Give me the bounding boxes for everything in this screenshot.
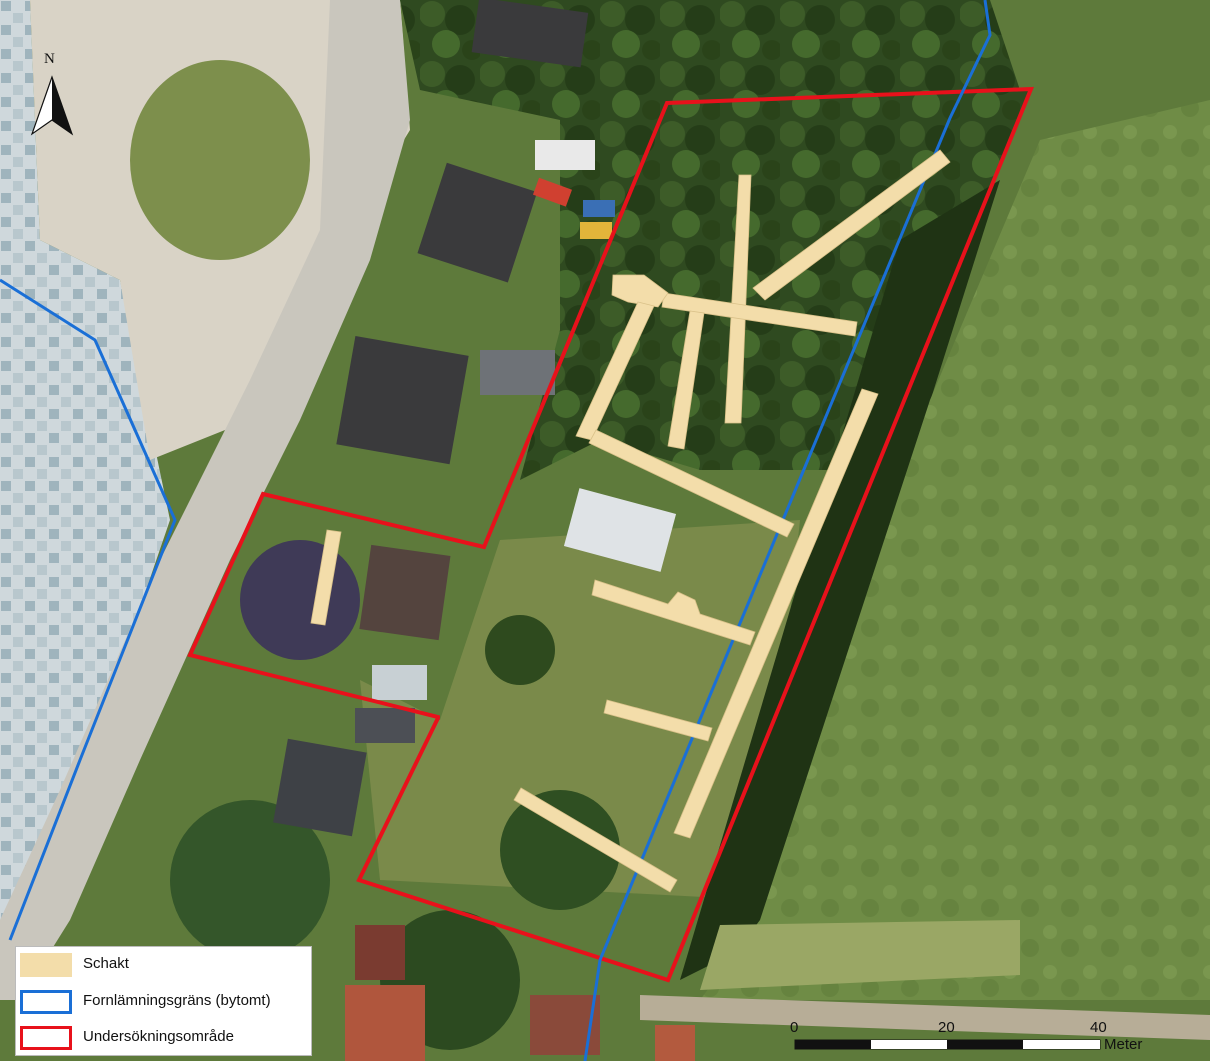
trench [310,529,342,626]
ancient-monument-boundary-east [583,0,992,1061]
ancient-monument-boundary-west [0,278,177,941]
scale-tick-40: 40 [1090,1019,1107,1036]
greenhouse-area [0,0,170,960]
scale-bar: 0 20 40 Meter [790,1019,1142,1053]
trench [588,429,795,538]
svg-text:N: N [44,51,55,67]
scale-unit: Meter [1104,1036,1142,1053]
legend-swatch-study-area [20,1026,72,1050]
scale-tick-0: 0 [790,1019,798,1036]
legend-item-monument-boundary: Fornlämningsgräns (bytomt) [16,987,311,1017]
trench [724,174,752,424]
trench [661,292,858,337]
mown-field [700,920,1020,990]
trench [667,310,705,450]
legend-swatch-trench [20,953,72,977]
trenches [310,149,951,893]
trench [752,149,951,301]
road [0,0,410,1000]
trench [591,579,756,646]
scale-tick-20: 20 [938,1019,955,1036]
cars [532,177,615,239]
trench [611,274,669,308]
buildings [273,0,695,1061]
trench [513,787,678,893]
legend-label-trench: Schakt [83,955,129,972]
north-arrow: N [30,51,74,136]
meadow-east [700,100,1210,1000]
legend-item-study-area: Undersökningsområde [16,1023,311,1053]
legend-label-monument-boundary: Fornlämningsgräns (bytomt) [83,992,271,1009]
hedge-row [680,180,1000,980]
map-legend: Schakt Fornlämningsgräns (bytomt) Unders… [15,946,312,1056]
trench [673,388,879,839]
trench [603,699,713,742]
orchard-island [130,60,310,260]
legend-label-study-area: Undersökningsområde [83,1028,234,1045]
legend-item-trench: Schakt [16,950,311,980]
dirt-road [640,995,1210,1040]
study-area-boundary [187,86,1035,983]
legend-swatch-monument-boundary [20,990,72,1014]
